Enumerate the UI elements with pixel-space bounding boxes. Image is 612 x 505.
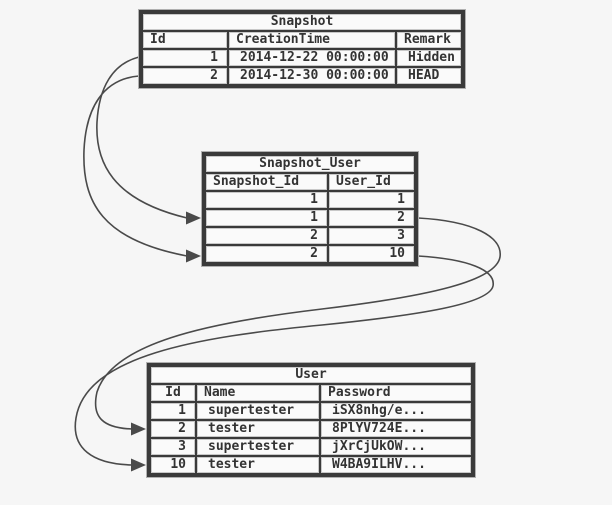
- column-header: Snapshot_Id: [206, 174, 327, 190]
- table-header-row: Id Name Password: [151, 385, 471, 401]
- table-title-row: Snapshot_User: [206, 156, 414, 172]
- table-cell: 1: [329, 192, 414, 208]
- table-title: Snapshot: [143, 14, 461, 30]
- arrow-snapshotuser10-to-user: [74, 255, 494, 472]
- table-cell: tester: [197, 457, 319, 473]
- snapshot-table-grid: Snapshot Id CreationTime Remark 1 2014-1…: [138, 9, 466, 89]
- table-cell: 2: [143, 68, 227, 84]
- table-cell: 10: [329, 246, 414, 262]
- table-cell: 1: [151, 403, 195, 419]
- arrow-curve: [74, 255, 494, 466]
- arrowhead-icon: [186, 249, 201, 263]
- arrow-curve: [83, 75, 188, 257]
- arrow-snapshot1-to-snapshotuser: [96, 56, 201, 225]
- table-cell: 2: [329, 210, 414, 226]
- table-row: 1 supertester iSX8nhg/e...: [151, 403, 471, 419]
- table-cell: 1: [206, 192, 327, 208]
- table-row: 2 3: [206, 228, 414, 244]
- table-title: User: [151, 367, 471, 383]
- column-header: User_Id: [329, 174, 414, 190]
- table-cell: 1: [143, 50, 227, 66]
- table-cell: 8PlYV724E...: [321, 421, 471, 437]
- user-table: User Id Name Password 1 supertester iSX8…: [146, 362, 476, 478]
- arrowhead-icon: [131, 458, 146, 472]
- table-title: Snapshot_User: [206, 156, 414, 172]
- snapshot-table: Snapshot Id CreationTime Remark 1 2014-1…: [138, 9, 466, 89]
- column-header: CreationTime: [229, 32, 395, 48]
- table-cell: W4BA9ILHV...: [321, 457, 471, 473]
- snapshot-user-table: Snapshot_User Snapshot_Id User_Id 1 1 1 …: [201, 151, 419, 267]
- table-cell: iSX8nhg/e...: [321, 403, 471, 419]
- snapshot-user-table-grid: Snapshot_User Snapshot_Id User_Id 1 1 1 …: [201, 151, 419, 267]
- column-header: Password: [321, 385, 471, 401]
- table-cell: tester: [197, 421, 319, 437]
- user-table-grid: User Id Name Password 1 supertester iSX8…: [146, 362, 476, 478]
- column-header: Id: [143, 32, 227, 48]
- table-title-row: Snapshot: [143, 14, 461, 30]
- table-row: 10 tester W4BA9ILHV...: [151, 457, 471, 473]
- table-cell: 1: [206, 210, 327, 226]
- table-cell: 3: [151, 439, 195, 455]
- table-cell: Hidden: [397, 50, 461, 66]
- column-header: Remark: [397, 32, 461, 48]
- table-cell: HEAD: [397, 68, 461, 84]
- arrowhead-icon: [131, 422, 146, 436]
- table-header-row: Id CreationTime Remark: [143, 32, 461, 48]
- table-cell: 2014-12-22 00:00:00: [229, 50, 395, 66]
- table-cell: 2: [151, 421, 195, 437]
- column-header: Name: [197, 385, 319, 401]
- table-cell: supertester: [197, 403, 319, 419]
- arrow-curve: [94, 217, 501, 430]
- table-cell: supertester: [197, 439, 319, 455]
- table-row: 2 tester 8PlYV724E...: [151, 421, 471, 437]
- arrow-curve: [96, 56, 188, 219]
- table-row: 2 10: [206, 246, 414, 262]
- arrowhead-icon: [186, 211, 201, 225]
- table-row: 3 supertester jXrCjUkOW...: [151, 439, 471, 455]
- table-row: 1 1: [206, 192, 414, 208]
- table-cell: 2: [206, 228, 327, 244]
- table-row: 2 2014-12-30 00:00:00 HEAD: [143, 68, 461, 84]
- table-cell: 10: [151, 457, 195, 473]
- table-header-row: Snapshot_Id User_Id: [206, 174, 414, 190]
- arrow-snapshot2-to-snapshotuser: [83, 75, 201, 263]
- column-header: Id: [151, 385, 195, 401]
- arrow-snapshotuser2-to-user: [94, 217, 501, 436]
- table-cell: jXrCjUkOW...: [321, 439, 471, 455]
- table-row: 1 2014-12-22 00:00:00 Hidden: [143, 50, 461, 66]
- table-row: 1 2: [206, 210, 414, 226]
- table-cell: 2014-12-30 00:00:00: [229, 68, 395, 84]
- table-title-row: User: [151, 367, 471, 383]
- table-cell: 2: [206, 246, 327, 262]
- table-cell: 3: [329, 228, 414, 244]
